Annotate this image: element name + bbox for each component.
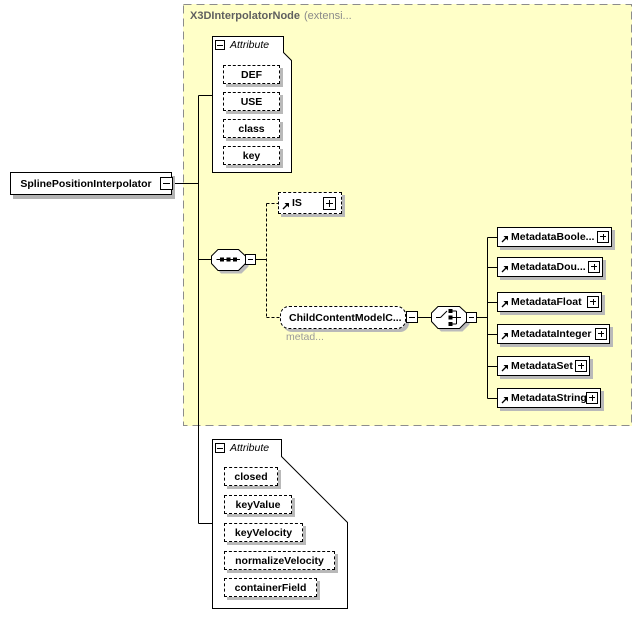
expand-toggle-icon[interactable] [587, 295, 599, 308]
metadata-label: MetadataInteger [511, 328, 592, 340]
root-element-node[interactable]: SplinePositionInterpolator [10, 172, 172, 195]
attribute-node-containerfield[interactable]: containerField [224, 578, 317, 597]
attribute-node-closed[interactable]: closed [224, 467, 278, 486]
attribute-node-def[interactable]: DEF [223, 65, 280, 84]
collapse-toggle-icon[interactable] [245, 254, 256, 265]
ref-arrow-icon [501, 266, 508, 273]
attribute-node-keyvelocity[interactable]: keyVelocity [224, 523, 303, 542]
metadata-set-node[interactable]: MetadataSet [497, 356, 590, 376]
ref-arrow-icon [501, 236, 508, 243]
ref-arrow-icon [501, 301, 508, 308]
metadata-double-node[interactable]: MetadataDou... [497, 257, 603, 277]
expand-toggle-icon[interactable] [323, 196, 336, 210]
attribute-label: closed [234, 470, 268, 483]
attribute-label: keyVelocity [234, 526, 293, 539]
base-type-header: X3DInterpolatorNode(extensi... [190, 10, 352, 22]
attribute-node-use[interactable]: USE [223, 92, 280, 111]
metadata-label: MetadataSet [511, 360, 573, 372]
ref-arrow-icon [282, 203, 289, 210]
attribute-label: keyValue [235, 498, 281, 511]
root-element-label: SplinePositionInterpolator [20, 177, 152, 190]
metadata-integer-node[interactable]: MetadataInteger [497, 324, 610, 344]
collapse-toggle-icon[interactable] [466, 312, 477, 323]
collapse-toggle-icon[interactable] [406, 311, 418, 323]
metadata-label: MetadataBoole... [511, 231, 595, 243]
attribute-label: containerField [234, 581, 307, 594]
expand-toggle-icon[interactable] [588, 260, 600, 273]
child-content-annotation: metad... [286, 331, 324, 343]
is-element-node[interactable]: IS [278, 192, 342, 214]
attribute-label: class [238, 122, 265, 135]
metadata-label: MetadataDou... [511, 261, 586, 273]
attribute-group-label: Attribute [230, 442, 270, 454]
child-content-model-node[interactable]: ChildContentModelC... [280, 306, 406, 329]
attribute-label: USE [240, 95, 263, 108]
attribute-label: key [242, 149, 261, 162]
expand-toggle-icon[interactable] [597, 230, 609, 243]
base-type-suffix: (extensi... [304, 10, 352, 22]
attribute-node-keyvalue[interactable]: keyValue [224, 495, 292, 514]
attribute-label: normalizeVelocity [235, 554, 324, 567]
attribute-node-key[interactable]: key [223, 146, 280, 165]
ref-arrow-icon [501, 333, 508, 340]
metadata-string-node[interactable]: MetadataString [497, 388, 601, 408]
metadata-boolean-node[interactable]: MetadataBoole... [497, 227, 612, 247]
is-element-label: IS [292, 197, 302, 209]
expand-toggle-icon[interactable] [595, 327, 607, 340]
ref-arrow-icon [501, 397, 508, 404]
metadata-label: MetadataString [511, 392, 587, 404]
base-type-name: X3DInterpolatorNode [190, 10, 301, 22]
collapse-toggle-icon[interactable] [160, 177, 173, 190]
attribute-label: DEF [241, 68, 262, 81]
attribute-node-normalizevelocity[interactable]: normalizeVelocity [224, 551, 335, 570]
child-content-model-label: ChildContentModelC... [289, 311, 402, 324]
attribute-group-bottom-title: Attribute [215, 442, 269, 454]
attribute-group-label: Attribute [230, 39, 270, 51]
expand-toggle-icon[interactable] [575, 359, 587, 372]
metadata-float-node[interactable]: MetadataFloat [497, 292, 602, 312]
collapse-toggle-icon[interactable] [215, 40, 225, 50]
metadata-label: MetadataFloat [511, 296, 582, 308]
attribute-group-top-title: Attribute [215, 39, 269, 51]
ref-arrow-icon [501, 365, 508, 372]
collapse-toggle-icon[interactable] [215, 443, 225, 453]
expand-toggle-icon[interactable] [586, 391, 598, 404]
attribute-node-class[interactable]: class [223, 119, 280, 138]
